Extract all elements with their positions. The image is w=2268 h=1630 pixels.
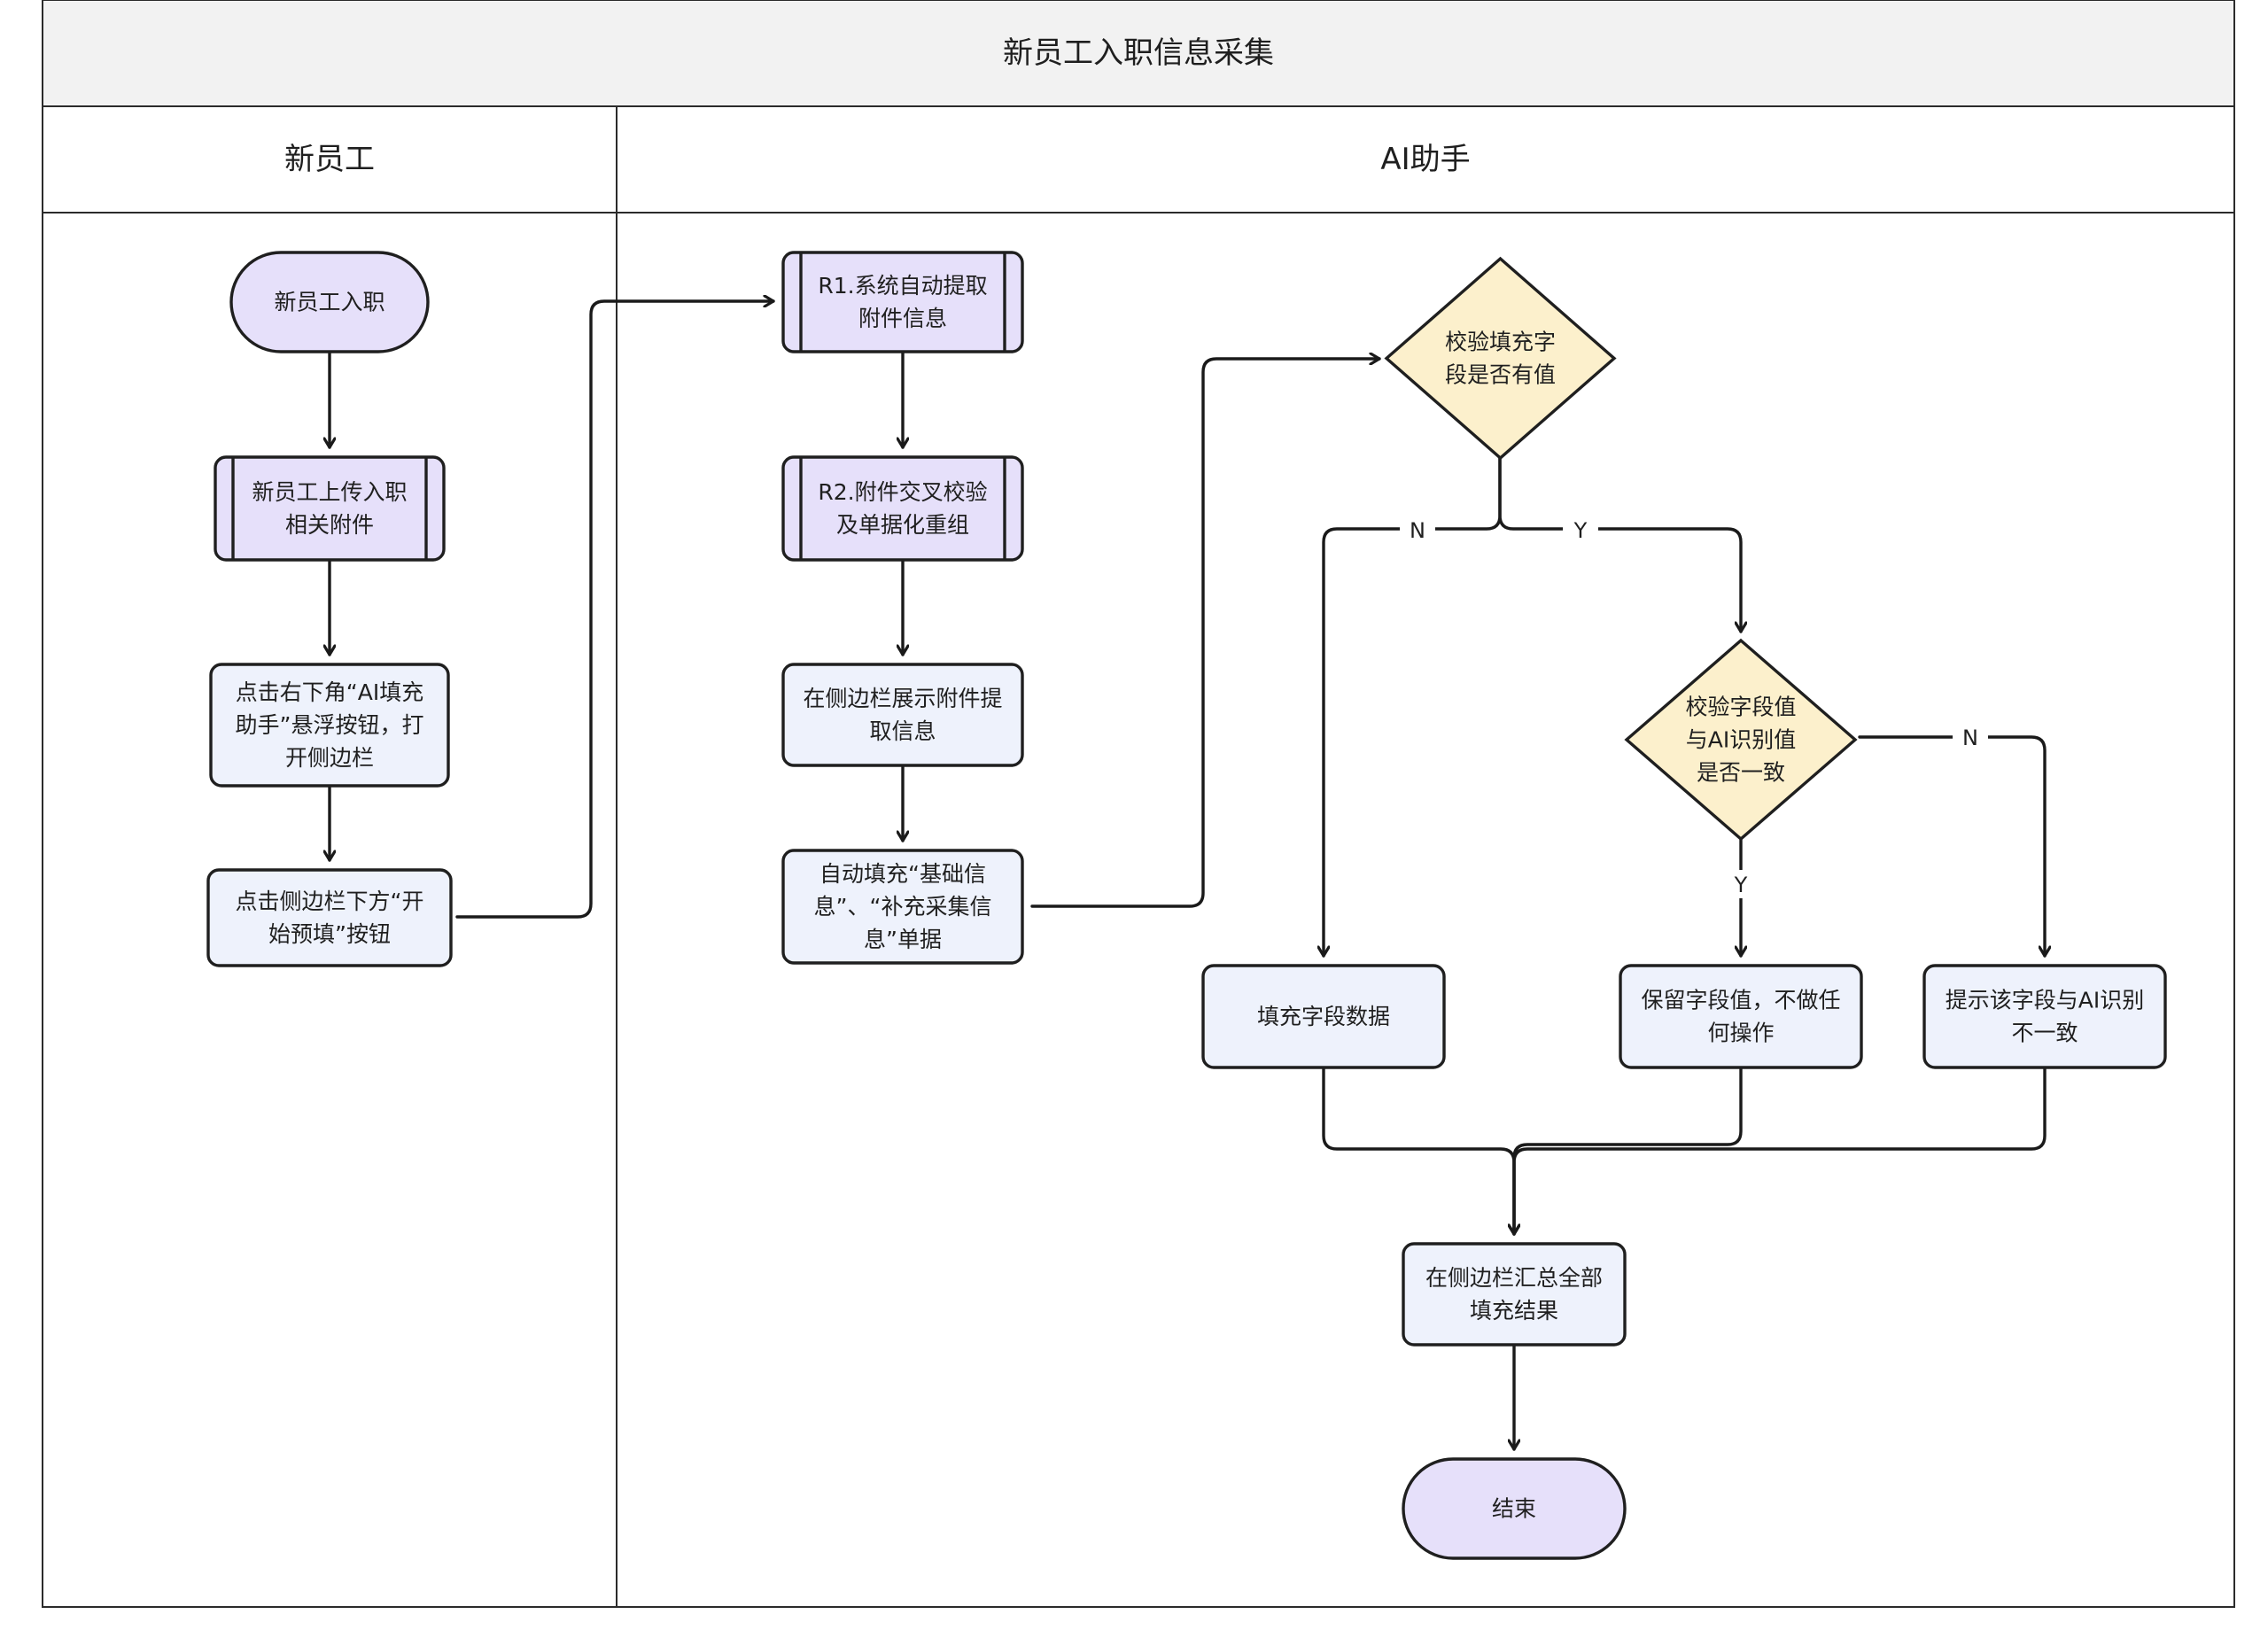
node-label: 相关附件 bbox=[285, 512, 374, 538]
node-label: 助手”悬浮按钮，打 bbox=[236, 712, 424, 738]
lane-label-ai: AI助手 bbox=[1380, 142, 1470, 177]
lane-frame bbox=[42, 0, 2235, 1608]
node-label: 填充结果 bbox=[1470, 1298, 1558, 1323]
decision-diamond bbox=[1624, 638, 1858, 842]
process-box bbox=[1402, 1242, 1627, 1347]
flow-node-process: 填充字段数据 bbox=[1201, 964, 1446, 1069]
edge-d1-d2 bbox=[1498, 456, 1741, 633]
edge-labels: N Y Y N bbox=[1400, 516, 1988, 898]
node-label: R2.附件交叉校验 bbox=[818, 479, 987, 505]
edge-label-bg bbox=[1400, 516, 1435, 544]
diagram-title: 新员工入职信息采集 bbox=[1003, 35, 1274, 71]
edge-label-bg bbox=[1563, 516, 1598, 544]
process-box bbox=[1922, 964, 2167, 1069]
node-label: 校验填充字 bbox=[1445, 330, 1556, 355]
edge-n9-n12 bbox=[1322, 1066, 1514, 1236]
node-label: 及单据化重组 bbox=[836, 512, 969, 538]
flow-node-terminal: 结束 bbox=[1402, 1457, 1627, 1560]
node-label: 段是否有值 bbox=[1445, 362, 1556, 388]
node-label: 提示该字段与AI识别 bbox=[1946, 988, 2144, 1013]
node-label: 是否一致 bbox=[1697, 760, 1785, 786]
terminal-shape bbox=[1402, 1457, 1627, 1560]
node-label: 取信息 bbox=[869, 718, 936, 744]
edge-label-bg bbox=[1723, 870, 1759, 898]
node-label: 保留字段值，不做任 bbox=[1641, 988, 1840, 1013]
predefined-process-shape bbox=[781, 251, 1024, 353]
node-label: 点击侧边栏下方“开 bbox=[236, 889, 424, 914]
process-box bbox=[781, 663, 1024, 767]
node-label: 自动填充“基础信 bbox=[819, 861, 986, 887]
node-label: 新员工入职 bbox=[274, 290, 384, 315]
node-label: 点击右下角“AI填充 bbox=[236, 679, 423, 705]
node-label: 不一致 bbox=[2011, 1021, 2078, 1046]
node-label: 校验字段值 bbox=[1685, 695, 1796, 720]
edge-n8-d1 bbox=[1030, 359, 1381, 908]
node-label: 在侧边栏展示附件提 bbox=[803, 686, 1002, 711]
edge-label-d2-y: Y bbox=[1734, 873, 1748, 897]
process-box bbox=[206, 868, 453, 967]
edge-d2-n11 bbox=[1858, 735, 2045, 958]
node-label: 结束 bbox=[1492, 1496, 1536, 1522]
node-label: 在侧边栏汇总全部 bbox=[1425, 1265, 1603, 1291]
flow-node-terminal: 新员工入职 bbox=[229, 251, 430, 353]
edge-n11-n12 bbox=[1514, 1066, 2047, 1236]
process-box bbox=[781, 849, 1024, 965]
node-label: 与AI识别值 bbox=[1686, 727, 1796, 753]
title-band bbox=[43, 0, 2234, 106]
edge-label-d1-y: Y bbox=[1573, 518, 1588, 543]
outer-frame bbox=[42, 0, 2235, 1608]
node-label: 息”、“补充采集信 bbox=[814, 894, 992, 920]
lane-label-employee: 新员工 bbox=[284, 142, 375, 177]
node-label: 开侧边栏 bbox=[285, 745, 374, 771]
process-box bbox=[1201, 964, 1446, 1069]
node-label: 新员工上传入职 bbox=[252, 479, 407, 505]
node-label: 附件信息 bbox=[858, 306, 947, 331]
edge-label-d2-n: N bbox=[1962, 726, 1978, 750]
node-label: 息”单据 bbox=[864, 927, 942, 952]
edge-label-bg bbox=[1953, 723, 1988, 751]
edge-layer bbox=[330, 301, 2047, 1451]
process-box bbox=[209, 663, 450, 788]
node-label: R1.系统自动提取 bbox=[818, 273, 987, 299]
terminal-shape bbox=[229, 251, 430, 353]
node-label: 始预填”按钮 bbox=[268, 921, 391, 947]
edge-n4-n5 bbox=[455, 301, 775, 919]
edge-n10-n12 bbox=[1514, 1066, 1743, 1236]
node-label: 填充字段数据 bbox=[1257, 1004, 1390, 1029]
node-label: 何操作 bbox=[1707, 1021, 1774, 1046]
process-box bbox=[1619, 964, 1863, 1069]
predefined-process-shape bbox=[214, 455, 446, 562]
predefined-process-shape bbox=[781, 455, 1024, 562]
edge-label-d1-n: N bbox=[1410, 518, 1425, 543]
decision-diamond bbox=[1384, 256, 1617, 461]
node-layer: 新员工入职新员工上传入职相关附件点击右下角“AI填充助手”悬浮按钮，打开侧边栏点… bbox=[206, 251, 2167, 1560]
